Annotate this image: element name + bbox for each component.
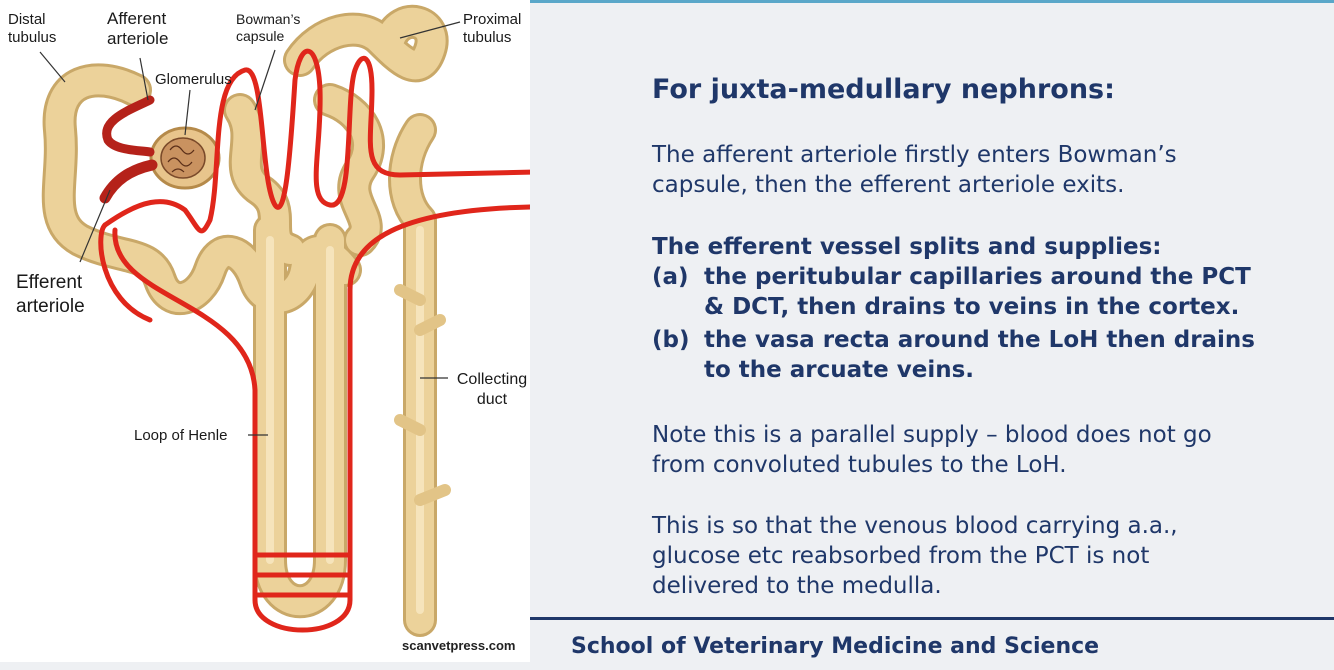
para-afferent-line1: The afferent arteriole firstly enters Bo… [652, 142, 1177, 168]
image-credit: scanvetpress.com [402, 638, 516, 653]
list-item-b: (b) the vasa recta around the LoH then dr… [652, 325, 1332, 385]
footer-text: School of Veterinary Medicine and Scienc… [571, 634, 1100, 659]
nephron-illustration [39, 5, 530, 637]
reason-line1: This is so that the venous blood carryin… [652, 513, 1178, 539]
para-note: Note this is a parallel supply – blood d… [652, 420, 1322, 480]
label-loop-of-henle: Loop of Henle [134, 427, 228, 444]
label-collecting-duct: Collecting duct [456, 371, 528, 408]
label-afferent-arteriole: Afferent arteriole [107, 9, 169, 48]
slide-heading: For juxta-medullary nephrons: [652, 74, 1115, 105]
item-a-line1: the peritubular capillaries around the P… [704, 264, 1251, 290]
item-b-line2: to the arcuate veins. [704, 357, 975, 383]
label-bowmans-capsule: Bowman’s capsule [236, 11, 301, 44]
item-b-tag: (b) [652, 327, 690, 353]
reason-line2: glucose etc reabsorbed from the PCT is n… [652, 543, 1150, 569]
list-item-a: (a) the peritubular capillaries around th… [652, 262, 1332, 322]
label-proximal-tubulus: Proximal tubulus [463, 11, 522, 46]
para-afferent-line2: capsule, then the efferent arteriole exi… [652, 172, 1125, 198]
item-a-line2: & DCT, then drains to veins in the corte… [704, 294, 1240, 320]
footer-rule [530, 617, 1334, 620]
item-a-tag: (a) [652, 264, 689, 290]
para-afferent: The afferent arteriole firstly enters Bo… [652, 140, 1322, 200]
reason-line3: delivered to the medulla. [652, 573, 942, 599]
label-distal-tubulus: Distal tubulus [8, 11, 57, 46]
glomerulus-shape [160, 137, 206, 179]
label-glomerulus: Glomerulus [155, 71, 232, 88]
note-line2: from convoluted tubules to the LoH. [652, 452, 1067, 478]
item-b-line1: the vasa recta around the LoH then drain… [704, 327, 1256, 353]
nephron-figure: Distal tubulus Afferent arteriole Bowman… [0, 0, 530, 662]
top-rule [0, 0, 1334, 3]
label-efferent-arteriole: Efferent arteriole [16, 272, 85, 317]
splits-heading: The efferent vessel splits and supplies: [652, 234, 1162, 260]
note-line1: Note this is a parallel supply – blood d… [652, 422, 1212, 448]
para-reason: This is so that the venous blood carryin… [652, 511, 1322, 601]
